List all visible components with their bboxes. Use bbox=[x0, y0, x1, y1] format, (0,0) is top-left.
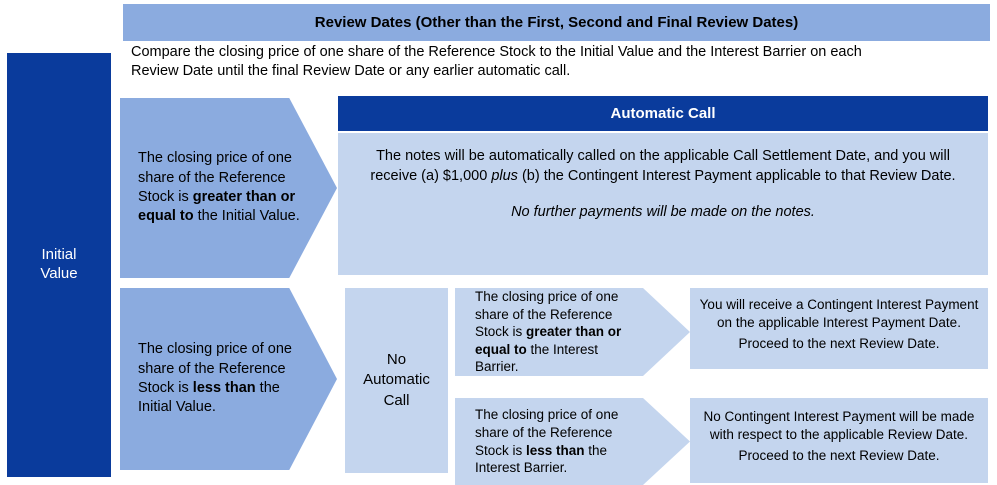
automatic-call-note: No further payments will be made on the … bbox=[511, 204, 815, 221]
review-dates-header-band: Review Dates (Other than the First, Seco… bbox=[123, 4, 990, 41]
automatic-call-body-pre: The notes will be automatically called o… bbox=[370, 148, 950, 184]
condition-at-or-above-interest-barrier: The closing price of one share of the Re… bbox=[455, 288, 690, 376]
automatic-call-paragraph: The notes will be automatically called o… bbox=[360, 147, 966, 186]
barrier-above-text-post: the Interest Barrier. bbox=[475, 341, 599, 375]
outcome-nopay-line2: Proceed to the next Review Date. bbox=[738, 447, 940, 463]
barrier-below-text-post: the Interest Barrier. bbox=[475, 442, 608, 476]
condition-above-text-bold: greater than or equal to bbox=[138, 189, 296, 225]
no-automatic-call-line2: Automatic bbox=[363, 371, 430, 389]
initial-value-label-line2: Value bbox=[40, 265, 78, 282]
condition-below-initial-value: The closing price of one share of the Re… bbox=[120, 288, 337, 470]
barrier-above-text-pre: The closing price of one share of the Re… bbox=[475, 289, 619, 340]
no-automatic-call-line3: Call bbox=[383, 391, 410, 409]
automatic-call-body: The notes will be automatically called o… bbox=[338, 133, 988, 275]
automatic-call-header: Automatic Call bbox=[338, 96, 988, 131]
review-dates-description-line1: Compare the closing price of one share o… bbox=[131, 44, 862, 60]
barrier-above-text-bold: greater than or equal to bbox=[475, 324, 622, 357]
initial-value-bar: Initial Value bbox=[7, 53, 111, 477]
automatic-call-body-post: (b) the Contingent Interest Payment appl… bbox=[517, 167, 956, 184]
review-dates-description-line2: Review Date until the final Review Date … bbox=[131, 63, 571, 80]
condition-below-text-bold: less than bbox=[192, 380, 256, 396]
outcome-nopay-line1: No Contingent Interest Payment will be m… bbox=[703, 409, 975, 442]
outcome-no-contingent-interest: No Contingent Interest Payment will be m… bbox=[690, 398, 988, 483]
condition-above-text-pre: The closing price of one share of the Re… bbox=[138, 150, 292, 205]
no-automatic-call-box: No Automatic Call bbox=[345, 288, 448, 473]
outcome-pay-line2: Proceed to the next Review Date. bbox=[738, 335, 940, 351]
automatic-call-title: Automatic Call bbox=[610, 105, 716, 122]
condition-below-interest-barrier: The closing price of one share of the Re… bbox=[455, 398, 690, 485]
no-automatic-call-line1: No bbox=[386, 351, 407, 369]
initial-value-label-line1: Initial bbox=[41, 246, 77, 264]
outcome-contingent-interest-paid: You will receive a Contingent Interest P… bbox=[690, 288, 988, 369]
automatic-call-body-italic: plus bbox=[491, 167, 518, 184]
condition-below-text-post: the Initial Value. bbox=[138, 380, 280, 416]
review-dates-description: Compare the closing price of one share o… bbox=[131, 43, 991, 91]
review-dates-title: Review Dates (Other than the First, Seco… bbox=[314, 14, 799, 31]
condition-below-text-pre: The closing price of one share of the Re… bbox=[138, 341, 292, 396]
condition-at-or-above-initial-value: The closing price of one share of the Re… bbox=[120, 98, 337, 278]
outcome-pay-line1: You will receive a Contingent Interest P… bbox=[699, 297, 979, 330]
barrier-below-text-bold: less than bbox=[526, 442, 585, 458]
barrier-below-text-pre: The closing price of one share of the Re… bbox=[475, 407, 619, 458]
condition-above-text-post: the Initial Value. bbox=[193, 208, 300, 225]
